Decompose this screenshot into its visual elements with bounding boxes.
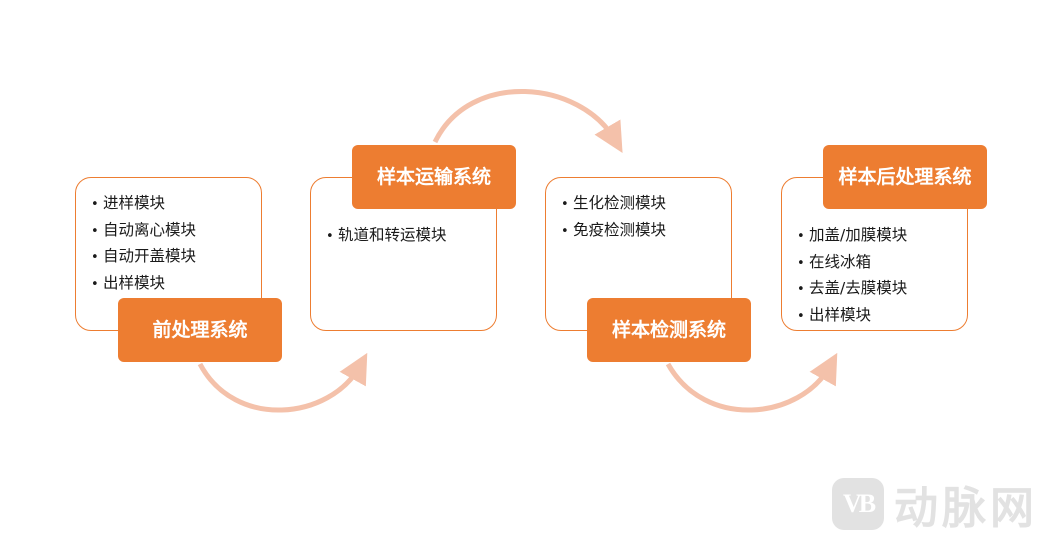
stage-2-items: 轨道和转运模块 [326,223,447,250]
stage-3-title: 样本检测系统 [587,298,751,362]
stage-2-title: 样本运输系统 [352,145,516,209]
list-item: 出样模块 [91,271,196,298]
watermark-logo-icon: VB [832,478,884,530]
list-item: 自动开盖模块 [91,244,196,271]
stage-4-items: 加盖/加膜模块 在线冰箱 去盖/去膜模块 出样模块 [797,223,907,329]
stage-4-title: 样本后处理系统 [823,145,987,209]
stage-1-items: 进样模块 自动离心模块 自动开盖模块 出样模块 [91,191,196,297]
list-item: 在线冰箱 [797,250,907,277]
stage-1-title: 前处理系统 [118,298,282,362]
list-item: 进样模块 [91,191,196,218]
list-item: 去盖/去膜模块 [797,276,907,303]
arrow-3-to-4 [665,352,838,413]
list-item: 自动离心模块 [91,218,196,245]
watermark: VB 动脉网 [832,478,1038,534]
stage-3-items: 生化检测模块 免疫检测模块 [561,191,666,244]
arrow-1-to-2 [197,352,368,413]
list-item: 生化检测模块 [561,191,666,218]
list-item: 加盖/加膜模块 [797,223,907,250]
list-item: 出样模块 [797,303,907,330]
arrow-2-to-3 [432,88,623,153]
watermark-text: 动脉网 [894,483,1038,534]
list-item: 免疫检测模块 [561,218,666,245]
list-item: 轨道和转运模块 [326,223,447,250]
stage-1-box: 进样模块 自动离心模块 自动开盖模块 出样模块 [75,177,262,331]
